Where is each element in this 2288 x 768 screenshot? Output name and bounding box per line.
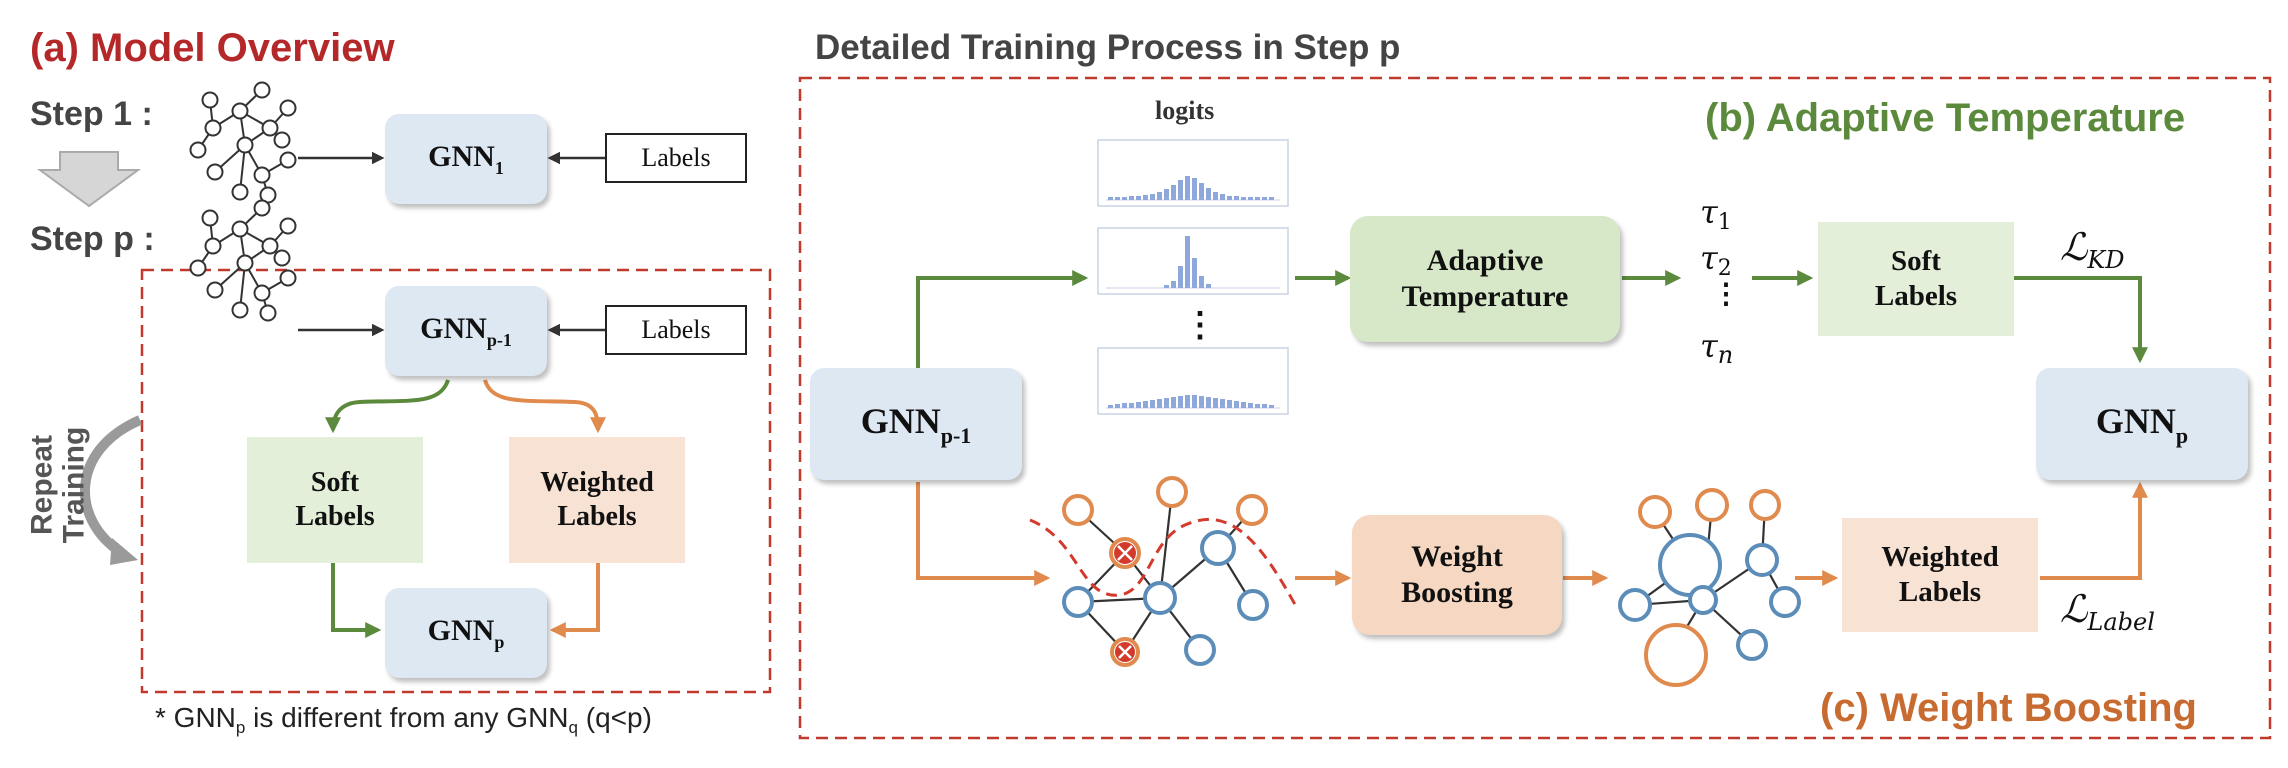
tau-1: τ1 [1700, 193, 1732, 235]
gnn-p-text-left: GNNp [427, 613, 505, 652]
logit-panel-n [1097, 347, 1289, 415]
gnn-p1-box-right: GNNp-1 [810, 368, 1022, 480]
weighted-labels-line1: Weighted [540, 467, 654, 499]
soft-right-line1: Soft [1891, 245, 1941, 278]
arrow-gnnp1-to-graph [916, 482, 1051, 586]
soft-labels-line1: Soft [310, 467, 360, 499]
adaptive-line2: Temperature [1401, 280, 1569, 313]
gnn-1-box: GNN1 [385, 114, 547, 204]
arrow-gnnp1-to-logits [916, 270, 1089, 368]
soft-labels-line2: Labels [295, 501, 375, 532]
gnn-p-box-left: GNNp [385, 588, 547, 678]
weighted-labels-box-left: Weighted Labels [509, 437, 685, 563]
labels-box-stepp: Labels [605, 305, 747, 355]
gnn-p-text-right: GNNp [2095, 400, 2189, 448]
repeat-arrow-head [110, 538, 138, 565]
adaptive-temperature-title: (b) Adaptive Temperature [1705, 96, 2186, 140]
tau-2: τ2 [1700, 239, 1732, 281]
input-graph [1062, 476, 1269, 667]
labels-box-step1: Labels [605, 133, 747, 183]
adaptive-temperature-box: Adaptive Temperature [1350, 216, 1620, 342]
step-down-arrow [36, 151, 142, 208]
repeat-text: Repeat [25, 434, 59, 536]
weight-line1: Weight [1411, 540, 1503, 573]
soft-labels-box-right: Soft Labels [1818, 222, 2014, 336]
loss-label: ℒLabel [2060, 587, 2155, 636]
step-1-label: Step 1 : [30, 95, 153, 133]
repeat-training-label: Repeat Training [8, 420, 108, 550]
arrow-soft-to-gnnp [2014, 276, 2148, 364]
adaptive-line1: Adaptive [1426, 244, 1544, 277]
gnn-1-text: GNN1 [428, 139, 504, 178]
graph-icon-step1 [189, 81, 297, 204]
tau-vdots: ⋮ [1712, 278, 1740, 309]
weighted-labels-line2: Labels [557, 501, 637, 532]
arrow-gnnp1-to-weighted [483, 379, 606, 434]
logits-vdots: ⋮ [1183, 306, 1217, 344]
weight-boosting-title: (c) Weight Boosting [1820, 686, 2197, 730]
decision-boundary [1029, 518, 1300, 611]
logits-label: logits [1155, 96, 1215, 125]
weighted-right-line2: Labels [1898, 576, 1982, 608]
step-p-label: Step p : [30, 220, 155, 258]
logit-panel-1 [1097, 139, 1289, 207]
model-overview-title: (a) Model Overview [30, 26, 395, 70]
detailed-training-title: Detailed Training Process in Step p [815, 28, 1401, 67]
logit-panel-2 [1097, 227, 1289, 295]
arrow-weighted-to-gnnp [2040, 481, 2148, 580]
step-p-dashed-frame [140, 268, 772, 694]
arrow-soft-to-gnnp [331, 563, 382, 638]
repeat-curve-arrow [80, 415, 143, 558]
loss-kd: ℒKD [2060, 225, 2125, 274]
arrow-gnnp1-to-soft [325, 379, 450, 434]
gnn-p1-text-left: GNNp-1 [420, 311, 512, 350]
gnn-p1-box-left: GNNp-1 [385, 286, 547, 376]
gnn-p1-text-right: GNNp-1 [860, 400, 972, 448]
footnote: * GNNp is different from any GNNq (q<p) [155, 702, 652, 737]
weight-boosting-box: Weight Boosting [1352, 515, 1562, 635]
weight-line2: Boosting [1401, 576, 1513, 609]
tau-n: τn [1700, 327, 1734, 369]
boosted-graph [1618, 488, 1801, 687]
soft-labels-box-left: Soft Labels [247, 437, 423, 563]
graph-icon-stepp [189, 199, 297, 322]
weighted-right-line1: Weighted [1881, 541, 1999, 574]
soft-right-line2: Labels [1874, 280, 1958, 312]
arrow-weighted-to-gnnp [549, 563, 600, 638]
training-text: Training [57, 426, 90, 544]
gnn-p-box-right: GNNp [2036, 368, 2248, 480]
weighted-labels-box-right: Weighted Labels [1842, 518, 2038, 632]
